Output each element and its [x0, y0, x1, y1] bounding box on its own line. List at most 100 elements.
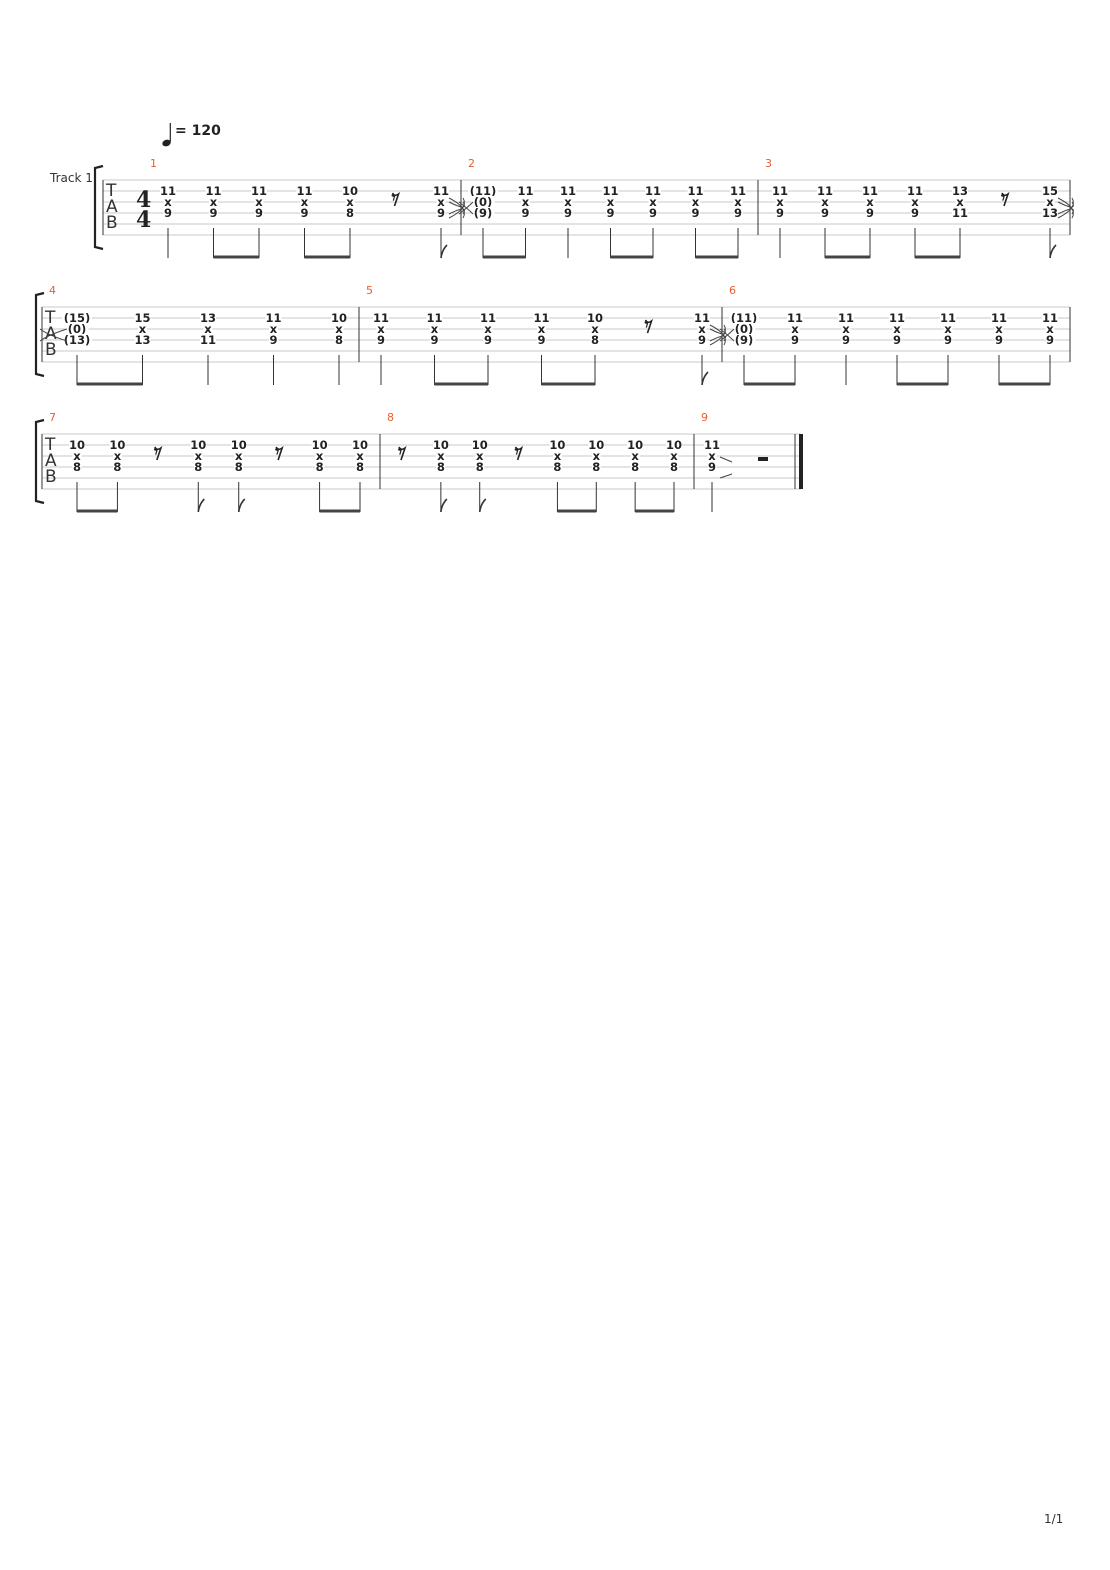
- fret-bg: [865, 207, 875, 219]
- fret-bg: [994, 323, 1004, 335]
- tab-clef-letter: A: [106, 197, 118, 217]
- dead-note-mark: x: [956, 195, 964, 209]
- dead-note-mark: x: [377, 322, 385, 336]
- quarter-note-icon: [162, 139, 171, 147]
- dead-note-mark: x: [437, 449, 445, 463]
- fret-bg: [590, 323, 600, 335]
- eighth-flag: [440, 498, 448, 513]
- fret-bg: [590, 334, 600, 346]
- time-signature-denominator: 4: [136, 207, 151, 233]
- fret-number: 10: [69, 438, 85, 452]
- measure-number: 9: [701, 411, 708, 424]
- fret-bg: [591, 450, 601, 462]
- dead-note-mark: x: [554, 449, 562, 463]
- fret-bg: [669, 461, 679, 473]
- note-beam: [434, 382, 488, 386]
- fret-number: 11: [373, 311, 389, 325]
- fret-bg: [730, 185, 746, 197]
- fret-bg: [62, 312, 92, 324]
- fret-bg: [209, 207, 218, 219]
- slide-arc: [448, 197, 465, 219]
- fret-number: 10: [352, 438, 368, 452]
- fret-number: 8: [194, 460, 202, 474]
- dead-note-mark: x: [164, 195, 172, 209]
- fret-number: 9: [430, 333, 438, 347]
- fret-number: 9: [734, 206, 742, 220]
- eighth-rest: 𝄾: [514, 442, 520, 461]
- dead-note-mark: x: [791, 322, 799, 336]
- tab-system: TAB4(15)(0)(13)15x1313x1111x910x8511x911…: [34, 284, 1071, 386]
- fret-bg: [471, 196, 495, 208]
- fret-number: 11: [480, 311, 496, 325]
- eighth-rest: 𝄾: [391, 188, 397, 207]
- fret-bg: [694, 312, 710, 324]
- fret-bg: [436, 207, 446, 219]
- fret-bg: [72, 450, 82, 462]
- fret-bg: [533, 312, 550, 324]
- fret-bg: [200, 312, 216, 324]
- fret-number: 8: [553, 460, 561, 474]
- fret-number: 11: [704, 438, 720, 452]
- dead-note-mark: x: [476, 449, 484, 463]
- fret-number: 10: [472, 438, 488, 452]
- fret-number: 10: [231, 438, 247, 452]
- fret-number: (13): [64, 333, 91, 347]
- fret-bg: [552, 450, 562, 462]
- fret-bg: [729, 312, 759, 324]
- eighth-flag: [197, 498, 205, 513]
- slide-arc: [709, 335, 726, 342]
- slide-down-mark: [719, 473, 733, 479]
- fret-bg: [560, 185, 576, 197]
- fret-bg: [65, 323, 89, 335]
- fret-bg: [1045, 323, 1055, 335]
- fret-bg: [733, 196, 743, 208]
- fret-number: 13: [200, 311, 216, 325]
- fret-bg: [820, 207, 830, 219]
- dead-note-mark: x: [893, 322, 901, 336]
- fret-number: 13: [952, 184, 968, 198]
- dead-note-mark: x: [995, 322, 1003, 336]
- fret-number: 11: [940, 311, 956, 325]
- measure-number: 7: [49, 411, 56, 424]
- dead-note-mark: x: [210, 195, 218, 209]
- fret-number: 9: [995, 333, 1003, 347]
- slide-arc: [709, 324, 726, 346]
- fret-bg: [193, 461, 203, 473]
- fret-number: 9: [821, 206, 829, 220]
- dead-note-mark: x: [649, 195, 657, 209]
- fret-number: 9: [866, 206, 874, 220]
- eighth-rest-glyph: [398, 445, 407, 461]
- eighth-rest: 𝄾: [153, 442, 159, 461]
- fret-bg: [432, 439, 449, 451]
- fret-number: 8: [476, 460, 484, 474]
- eighth-rest-glyph: [154, 445, 163, 461]
- fret-bg: [892, 334, 902, 346]
- fret-number: 10: [109, 438, 125, 452]
- note-beam: [483, 255, 526, 259]
- fret-bg: [537, 323, 546, 335]
- tab-clef-letter: A: [45, 324, 57, 344]
- fret-bg: [820, 196, 830, 208]
- half-rest: [758, 457, 768, 461]
- dead-note-mark: (0): [474, 195, 493, 209]
- fret-bg: [606, 196, 615, 208]
- slide-arc: [1057, 208, 1074, 215]
- fret-bg: [552, 461, 562, 473]
- fret-number: 10: [331, 311, 347, 325]
- slide-arc: [448, 201, 465, 208]
- fret-number: 11: [296, 184, 312, 198]
- fret-bg: [817, 185, 833, 197]
- dead-note-mark: x: [73, 449, 81, 463]
- eighth-rest: 𝄾: [644, 315, 650, 334]
- fret-number: 10: [433, 438, 449, 452]
- fret-bg: [952, 207, 968, 219]
